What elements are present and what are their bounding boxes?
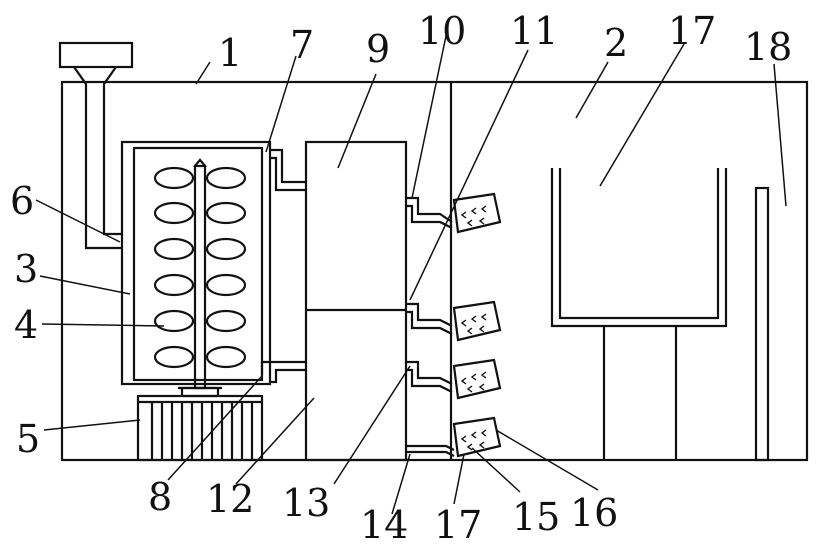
callout-5: 5 — [16, 417, 40, 461]
feed-hopper — [58, 41, 134, 250]
leader-lines — [35, 35, 787, 515]
callout-6: 6 — [10, 179, 34, 223]
callout-13: 13 — [282, 481, 330, 525]
outlet-pipes — [406, 196, 455, 457]
callout-15: 15 — [512, 495, 560, 539]
callout-4: 4 — [14, 303, 38, 347]
callout-18: 18 — [744, 25, 792, 69]
callout-labels: 1 2 3 4 5 6 7 8 9 10 11 12 13 14 15 16 1… — [10, 9, 792, 547]
main-housing — [60, 80, 809, 462]
callout-2: 2 — [604, 21, 628, 65]
callout-12: 12 — [206, 477, 254, 521]
callout-10: 10 — [418, 9, 466, 53]
callout-8: 8 — [148, 475, 172, 519]
filter-tower — [304, 140, 408, 462]
callout-1: 1 — [218, 31, 242, 75]
callout-17-basin: 17 — [668, 9, 716, 53]
stirring-paddles — [153, 166, 247, 369]
motor — [136, 394, 264, 462]
nozzle-marks — [460, 205, 487, 451]
callout-14: 14 — [360, 503, 408, 547]
lower-pipe — [260, 360, 306, 384]
vertical-plate — [754, 186, 770, 462]
nozzle-blocks — [452, 192, 502, 458]
callout-3: 3 — [14, 247, 38, 291]
collection-basin — [550, 168, 728, 460]
callout-16: 16 — [570, 491, 618, 535]
callout-11: 11 — [510, 9, 558, 53]
callout-7: 7 — [290, 23, 314, 67]
callout-17-nozzle: 17 — [434, 503, 482, 547]
upper-pipe — [270, 148, 306, 192]
stirring-shaft — [178, 158, 222, 398]
callout-9: 9 — [366, 27, 390, 71]
